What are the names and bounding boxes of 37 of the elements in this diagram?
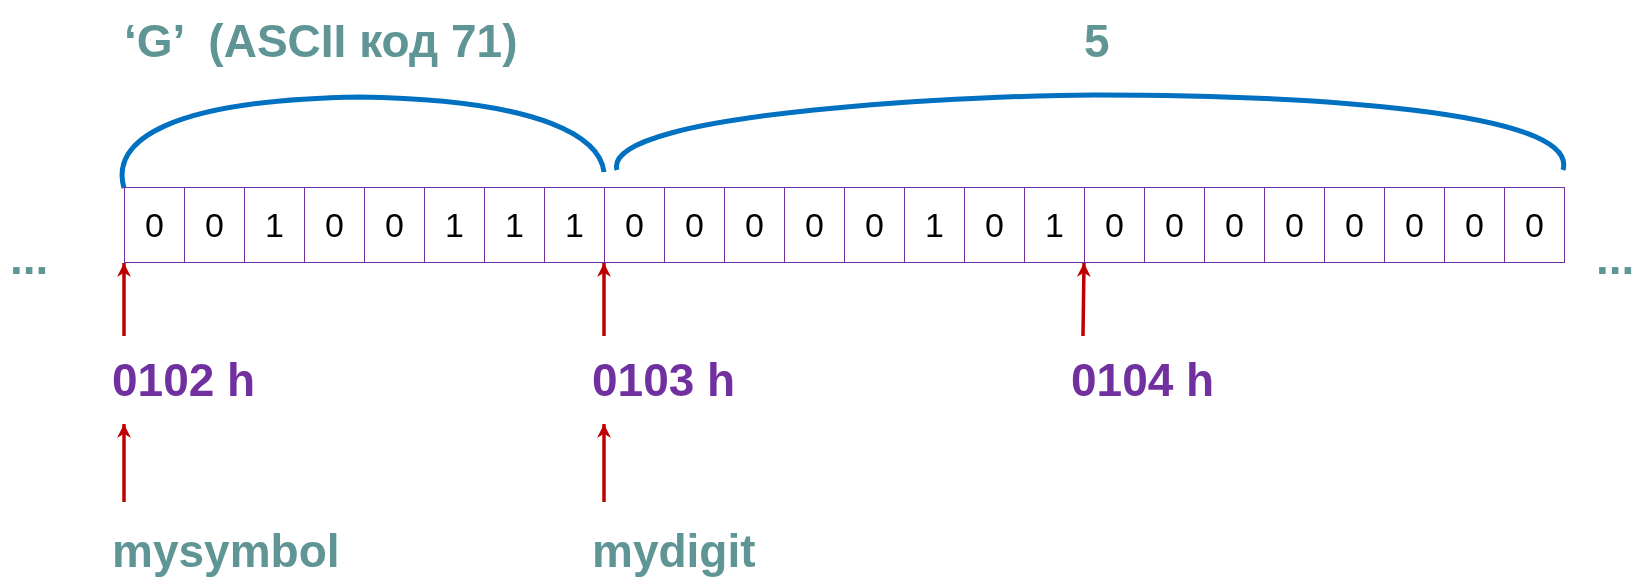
bracket-label: 5: [1084, 18, 1110, 64]
bit-cell: 0: [184, 187, 245, 263]
arrow: [597, 424, 611, 502]
bit-cell: 0: [364, 187, 425, 263]
bit-cell: 0: [1324, 187, 1385, 263]
bit-cell: 1: [544, 187, 605, 263]
bit-cell: 1: [484, 187, 545, 263]
bit-cell: 0: [784, 187, 845, 263]
address-label: 0102 h: [112, 353, 256, 407]
bit-cell: 0: [1384, 187, 1445, 263]
ellipsis: ...: [1596, 235, 1635, 281]
variable-name: mydigit: [592, 524, 756, 578]
bit-cell: 0: [1084, 187, 1145, 263]
bit-cell: 0: [124, 187, 185, 263]
bit-cell: 1: [1024, 187, 1085, 263]
bit-cell: 1: [904, 187, 965, 263]
bit-cell: 0: [604, 187, 665, 263]
arrow: [597, 263, 611, 336]
bit-cell: 0: [1504, 187, 1565, 263]
bit-cell: 0: [304, 187, 365, 263]
bit-cell: 1: [424, 187, 485, 263]
arrow: [1076, 262, 1091, 337]
bit-cell: 0: [1144, 187, 1205, 263]
address-label: 0103 h: [592, 353, 736, 407]
address-label: 0104 h: [1071, 353, 1215, 407]
bit-cell: 0: [664, 187, 725, 263]
variable-name: mysymbol: [112, 524, 340, 578]
arrow: [117, 263, 131, 336]
bit-cell: 0: [964, 187, 1025, 263]
bit-cell: 0: [1204, 187, 1265, 263]
ellipsis: ...: [10, 235, 49, 281]
bit-cell: 0: [1264, 187, 1325, 263]
bit-cell: 0: [1444, 187, 1505, 263]
bit-cell: 1: [244, 187, 305, 263]
bit-cell: 0: [844, 187, 905, 263]
arrow: [117, 424, 131, 502]
bit-cell: 0: [724, 187, 785, 263]
